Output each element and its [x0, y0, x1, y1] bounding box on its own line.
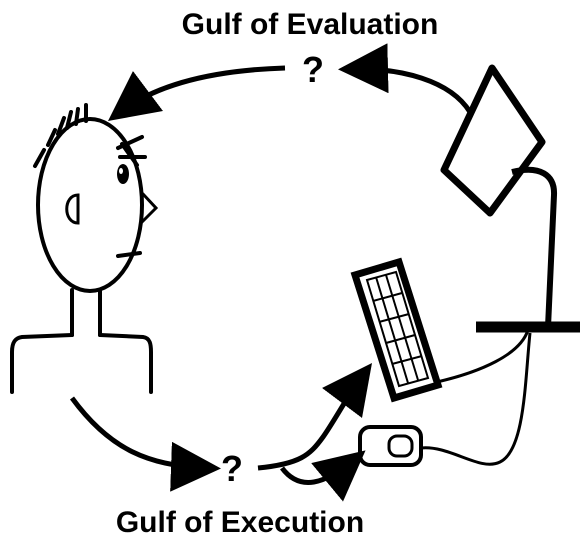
- person-figure: [10, 103, 159, 394]
- execution-question-mark: ?: [221, 448, 243, 489]
- monitor-icon: [440, 64, 580, 333]
- cables: [420, 329, 532, 466]
- execution-arrow-question-to-mouse: [280, 450, 366, 502]
- gulf-of-execution-title: Gulf of Execution: [116, 506, 364, 539]
- evaluation-arrow-monitor-to-question: [338, 43, 473, 114]
- evaluation-question-mark: ?: [302, 49, 324, 90]
- gulf-of-evaluation-title: Gulf of Evaluation: [182, 8, 439, 41]
- evaluation-arrow-question-to-person: [107, 65, 286, 121]
- keyboard-icon: [350, 257, 443, 403]
- execution-arrow-person-to-question: [69, 396, 221, 492]
- execution-arrow-question-to-keyboard: [257, 362, 372, 471]
- mouse-icon: [358, 425, 423, 467]
